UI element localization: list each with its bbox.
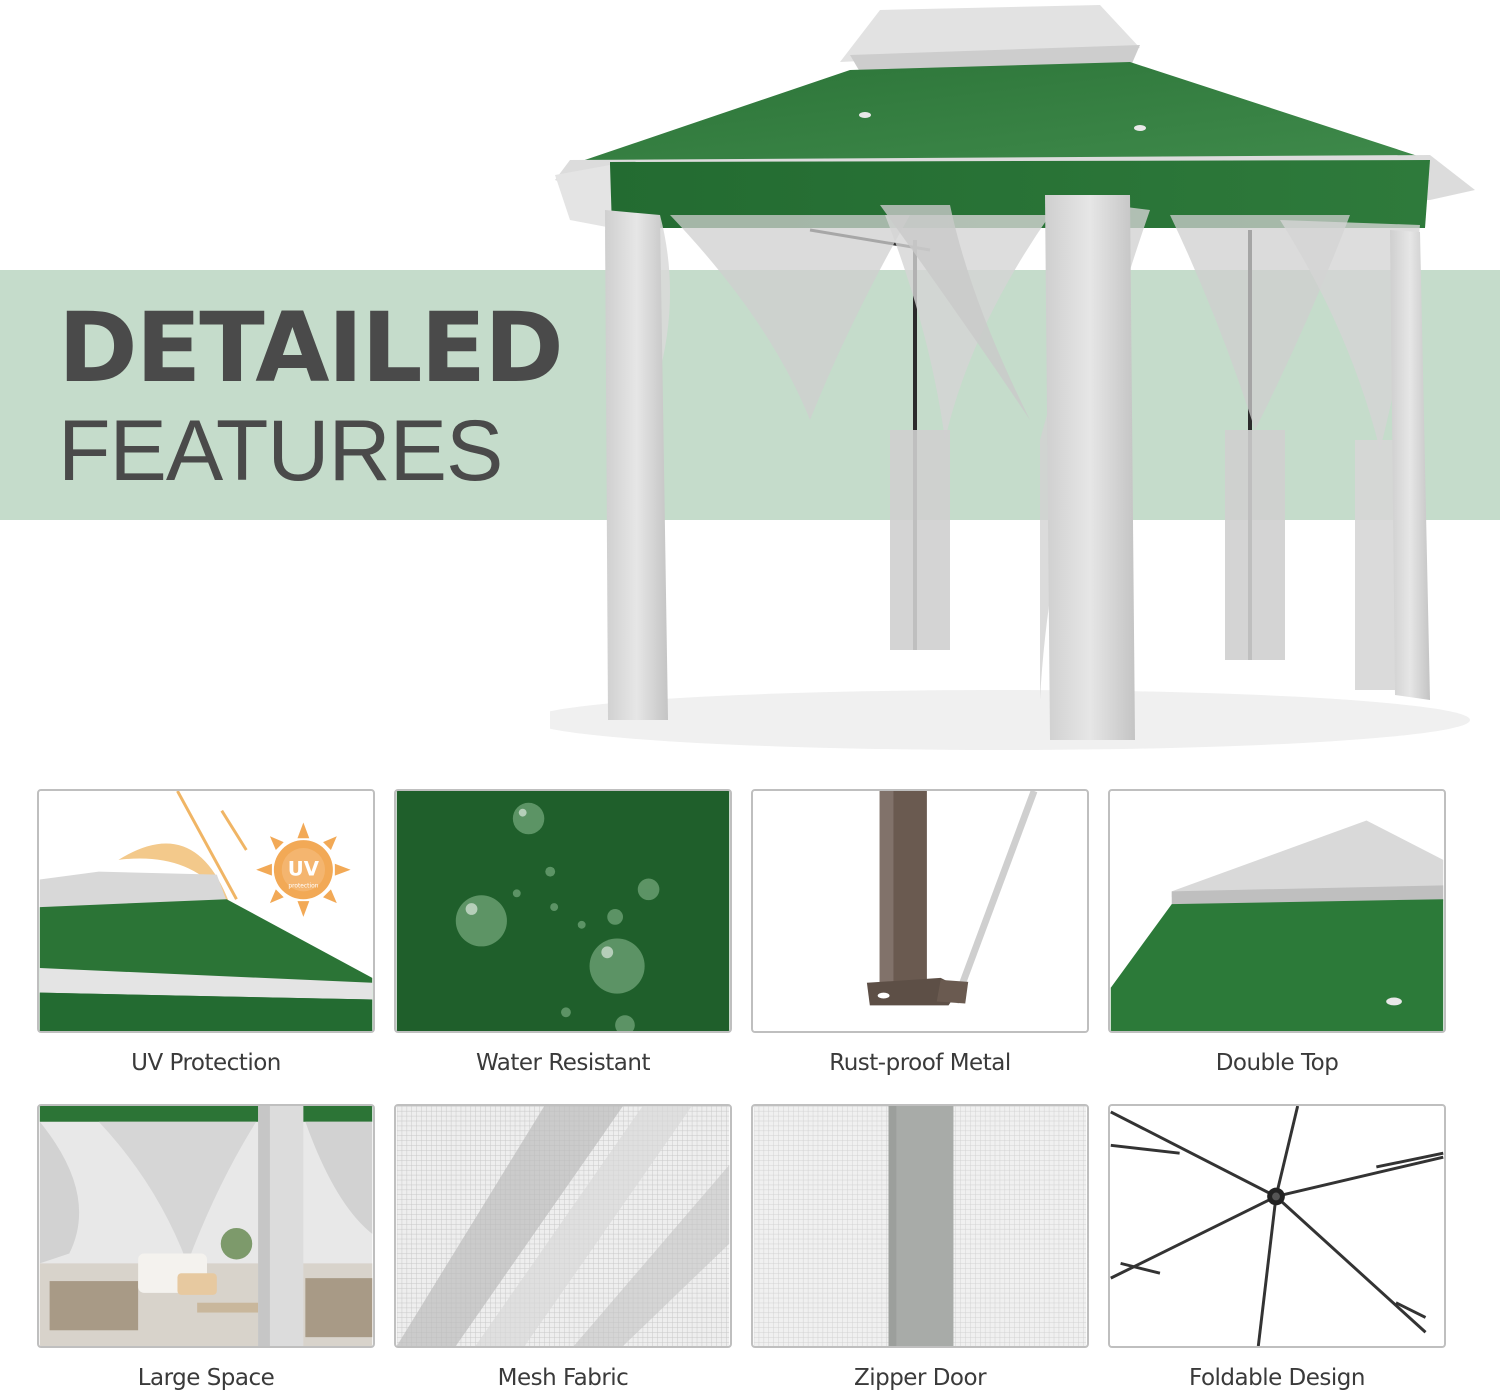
metal-pole-icon [753, 791, 1087, 1031]
feature-tile-foldable-design [1108, 1104, 1446, 1348]
feature-tile-double-top [1108, 789, 1446, 1033]
double-roof-icon [1110, 791, 1444, 1031]
feature-tile-rust-proof-metal [751, 789, 1089, 1033]
gazebo-hero-image [550, 5, 1475, 750]
feature-caption-double-top: Double Top [1215, 1050, 1339, 1076]
feature-caption-mesh-fabric: Mesh Fabric [497, 1365, 629, 1391]
headline: DETAILED FEATURES [58, 292, 564, 499]
mesh-icon [396, 1106, 730, 1346]
uv-badge-text: UV [288, 858, 320, 881]
uv-badge-subtext: protection [288, 883, 318, 889]
feature-caption-large-space: Large Space [137, 1365, 275, 1391]
folding-frame-icon [1110, 1106, 1444, 1346]
feature-caption-zipper-door: Zipper Door [853, 1365, 987, 1391]
feature-caption-foldable-design: Foldable Design [1189, 1365, 1365, 1391]
uv-protection-icon: UV protection [39, 791, 373, 1031]
feature-caption-uv-protection: UV Protection [131, 1050, 281, 1076]
feature-caption-rust-proof-metal: Rust-proof Metal [829, 1050, 1011, 1076]
feature-tile-zipper-door [751, 1104, 1089, 1348]
water-drop-icon [396, 791, 730, 1031]
feature-tile-large-space [37, 1104, 375, 1348]
headline-primary: DETAILED [58, 292, 564, 404]
feature-tile-mesh-fabric [394, 1104, 732, 1348]
interior-space-icon [39, 1106, 373, 1346]
feature-tile-uv-protection: UV protection [37, 789, 375, 1033]
feature-tile-water-resistant [394, 789, 732, 1033]
zipper-icon [753, 1106, 1087, 1346]
feature-caption-water-resistant: Water Resistant [476, 1050, 650, 1076]
headline-secondary: FEATURES [58, 403, 503, 499]
